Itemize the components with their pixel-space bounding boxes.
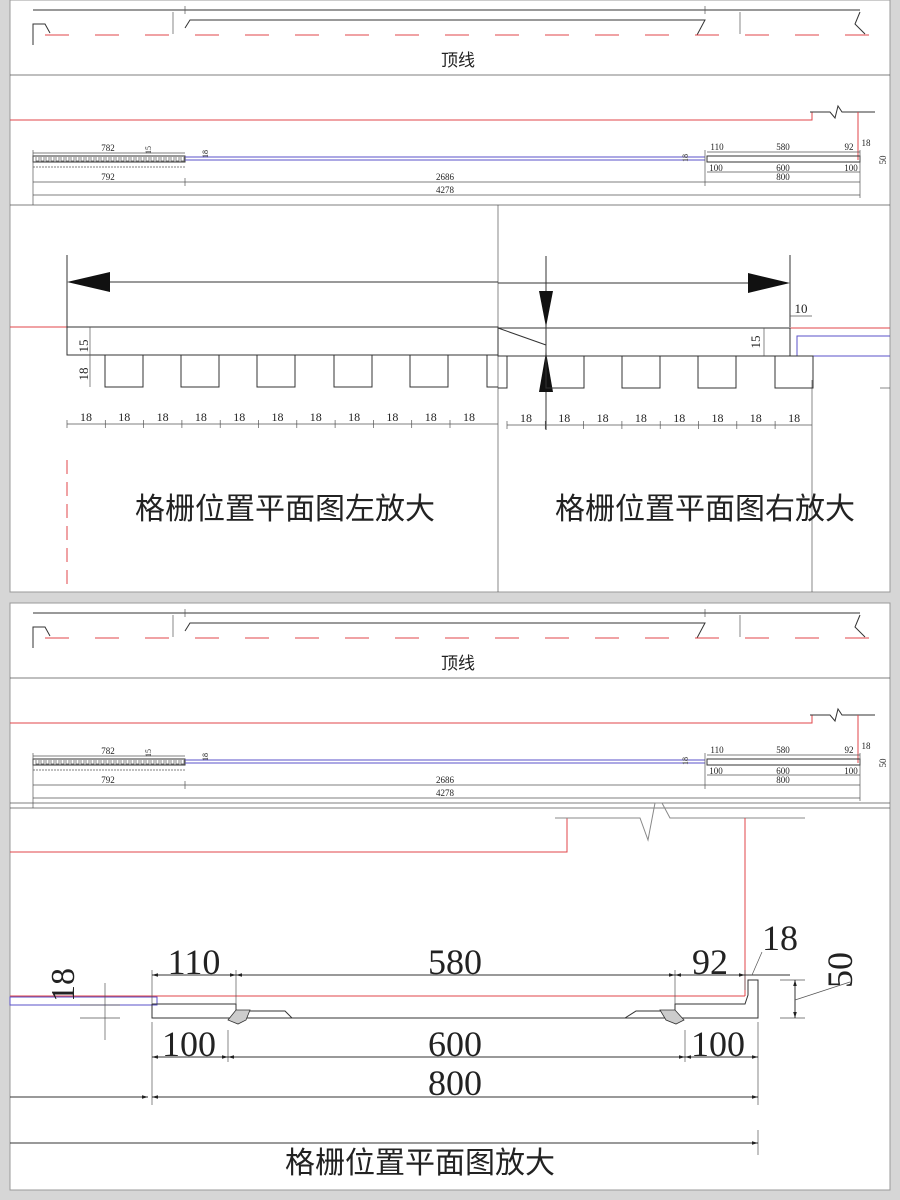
dim-spacing-right: 18 xyxy=(712,411,724,425)
dim-15: 15 xyxy=(144,146,153,154)
dim-800-small: 800 xyxy=(776,775,790,785)
slat xyxy=(180,354,220,388)
sheet-panel-top xyxy=(9,0,891,593)
dim-board-thickness-right: 15 xyxy=(748,336,763,349)
dim-50: 50 xyxy=(820,952,860,988)
dim-slat-depth: 18 xyxy=(76,368,91,381)
dim-spacing-right: 18 xyxy=(558,411,570,425)
dim-spacing-left: 18 xyxy=(118,410,130,424)
dim-18-small: 18 xyxy=(862,138,872,148)
slat xyxy=(545,355,585,389)
slat xyxy=(256,354,296,388)
dim-100-right: 100 xyxy=(691,1024,745,1064)
dim-92-small: 92 xyxy=(845,745,854,755)
dim-18-b: 18 xyxy=(681,154,690,162)
dim-782: 782 xyxy=(101,746,115,756)
arrow-right-icon xyxy=(748,273,790,293)
dim-800: 800 xyxy=(428,1063,482,1103)
dim-50-small: 50 xyxy=(878,758,888,768)
slat xyxy=(486,355,498,388)
dim-92-small: 92 xyxy=(845,142,854,152)
dim-spacing-right: 18 xyxy=(635,411,647,425)
dim-50-small: 50 xyxy=(878,155,888,165)
dim-580-small: 580 xyxy=(776,142,790,152)
slat xyxy=(621,355,661,389)
dim-spacing-right: 18 xyxy=(788,411,800,425)
dim-spacing-left: 18 xyxy=(425,410,437,424)
dim-110: 110 xyxy=(168,942,221,982)
spacing-dims: 18 18 18 18 18 18 18 18 18 18 18 18 18 18 18 18 18 18 18 xyxy=(66,410,800,429)
dim-792: 792 xyxy=(101,775,115,785)
overview-section-1: 顶线 782 15 18 18 792 2686 4278 110 580 92… xyxy=(10,6,890,206)
dim-100a-small: 100 xyxy=(709,163,723,173)
dim-4278: 4278 xyxy=(436,185,455,195)
dim-spacing-right: 18 xyxy=(750,411,762,425)
dim-782: 782 xyxy=(101,143,115,153)
title-end-zoom: 格栅位置平面图放大 xyxy=(285,1146,555,1181)
dim-spacing-left: 18 xyxy=(386,410,398,424)
dim-18-right: 18 xyxy=(762,918,798,958)
detail-end: 18 110 580 92 18 50 100 600 100 800 xyxy=(9,802,890,1181)
dim-spacing-left: 18 xyxy=(233,410,245,424)
slat xyxy=(333,354,373,388)
dim-600-small: 600 xyxy=(776,163,790,173)
molding-profile xyxy=(227,1009,685,1025)
dim-2686: 2686 xyxy=(436,775,455,785)
dim-spacing-left: 18 xyxy=(195,410,207,424)
dim-18-a: 18 xyxy=(201,150,210,158)
slat xyxy=(697,355,737,389)
dim-spacing-left: 18 xyxy=(310,410,322,424)
dim-spacing-left: 18 xyxy=(463,410,475,424)
slat xyxy=(409,354,449,388)
dim-580: 580 xyxy=(428,942,482,982)
dim-100-left: 100 xyxy=(162,1024,216,1064)
dim-spacing-right: 18 xyxy=(597,411,609,425)
dim-spacing-left: 18 xyxy=(348,410,360,424)
slat xyxy=(104,354,144,388)
arrow-down-icon xyxy=(539,291,553,327)
dim-600-small: 600 xyxy=(776,766,790,776)
dim-15: 15 xyxy=(144,749,153,757)
dim-spacing-right: 18 xyxy=(673,411,685,425)
dim-100b-small: 100 xyxy=(844,163,858,173)
dim-792: 792 xyxy=(101,172,115,182)
dim-board-thickness: 15 xyxy=(76,340,91,353)
title-right-zoom: 格栅位置平面图右放大 xyxy=(555,492,855,527)
sheet-panel-bottom xyxy=(9,602,891,1191)
slat xyxy=(498,356,508,389)
overview-section-2: 顶线 782 15 18 18 792 2686 4278 110 580 92… xyxy=(10,609,890,809)
dim-spacing-left: 18 xyxy=(272,410,284,424)
dim-18-a: 18 xyxy=(201,753,210,761)
dim-2686: 2686 xyxy=(436,172,455,182)
top-line-label: 顶线 xyxy=(441,654,475,674)
slat xyxy=(774,355,814,389)
dim-spacing-right: 18 xyxy=(520,411,532,425)
dim-18-small: 18 xyxy=(862,741,872,751)
dim-18-b: 18 xyxy=(681,757,690,765)
dim-end-gap: 10 xyxy=(795,301,808,316)
dim-spacing-left: 18 xyxy=(80,410,92,424)
dim-18-left: 18 xyxy=(45,968,82,1002)
dim-110-small: 110 xyxy=(710,142,724,152)
dim-800-small: 800 xyxy=(776,172,790,182)
slats xyxy=(104,354,814,389)
title-left-zoom: 格栅位置平面图左放大 xyxy=(135,492,435,527)
dim-580-small: 580 xyxy=(776,745,790,755)
dim-4278: 4278 xyxy=(436,788,455,798)
arrow-left-icon xyxy=(67,272,110,292)
top-line-label: 顶线 xyxy=(441,51,475,71)
dim-110-small: 110 xyxy=(710,745,724,755)
dim-100a-small: 100 xyxy=(709,766,723,776)
dim-92: 92 xyxy=(692,942,728,982)
dim-600: 600 xyxy=(428,1024,482,1064)
dim-100b-small: 100 xyxy=(844,766,858,776)
dim-spacing-left: 18 xyxy=(157,410,169,424)
